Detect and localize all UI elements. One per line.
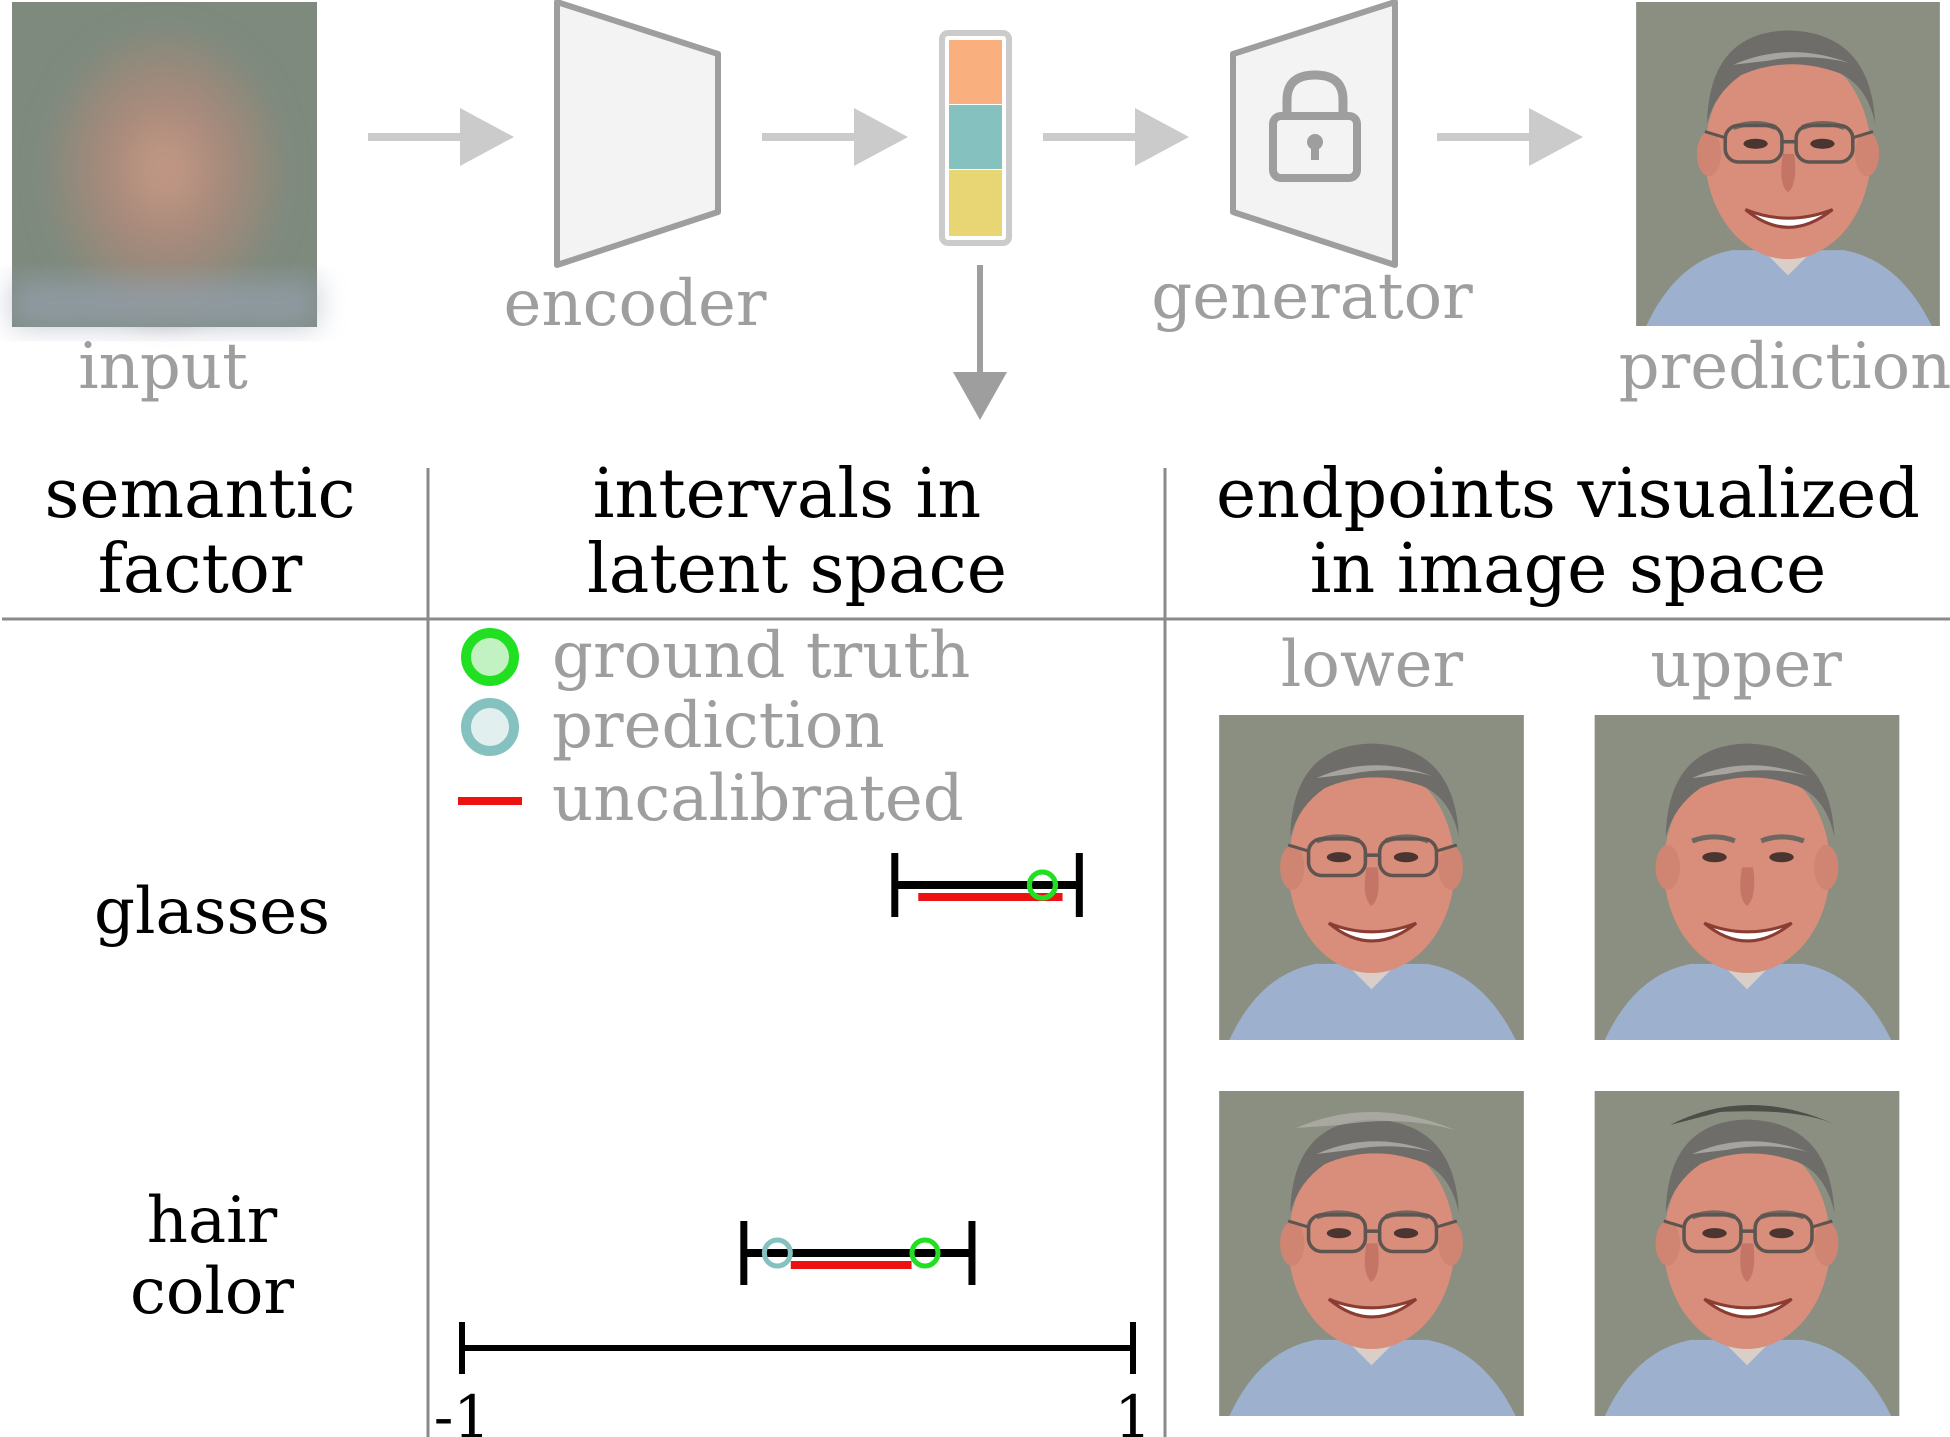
legend-ground-truth-label: ground truth xyxy=(552,619,970,693)
axis-max-label: 1 xyxy=(1115,1383,1152,1437)
hair-color-prediction-marker xyxy=(761,1237,793,1269)
col2-header-line1: intervals in xyxy=(593,455,981,534)
lock-icon xyxy=(1269,70,1361,182)
legend-uncalibrated-label: uncalibrated xyxy=(552,762,964,836)
arrow-right-icon xyxy=(368,108,514,166)
hair-color-lower-image xyxy=(1219,1091,1524,1416)
col3-header-line1: endpoints visualized xyxy=(1216,455,1920,534)
results-table: semantic factor intervals in latent spac… xyxy=(2,455,1950,1437)
upper-label: upper xyxy=(1650,628,1842,702)
glasses-upper-image xyxy=(1595,715,1900,1040)
legend-prediction-marker xyxy=(461,698,519,756)
arrow-right-icon xyxy=(1043,108,1189,166)
lower-label: lower xyxy=(1281,628,1464,702)
x-axis: -1 1 xyxy=(434,1322,1152,1437)
row-label-hair-line2: color xyxy=(130,1255,294,1329)
glasses-lower-image xyxy=(1219,715,1524,1040)
glasses-ground-truth-marker xyxy=(1026,869,1058,901)
input-label: input xyxy=(78,330,248,404)
latent-vector xyxy=(939,30,1012,246)
legend-ground-truth-marker xyxy=(461,628,519,686)
hair-color-upper-image xyxy=(1595,1091,1900,1416)
hair-color-ground-truth-marker xyxy=(909,1237,941,1269)
pipeline: input encoder xyxy=(12,0,1950,420)
row-label-glasses: glasses xyxy=(94,875,330,949)
blurred-face-image xyxy=(12,2,317,327)
arrow-right-icon xyxy=(762,108,908,166)
col2-header-line2: latent space xyxy=(587,530,1007,609)
generator-label: generator xyxy=(1151,260,1473,334)
row-label-hair-line1: hair xyxy=(147,1184,278,1258)
prediction-label: prediction xyxy=(1619,330,1950,404)
arrow-right-icon xyxy=(1437,108,1583,166)
prediction-face-image xyxy=(1636,2,1940,326)
legend-prediction-label: prediction xyxy=(552,689,885,763)
generator-trapezoid xyxy=(1230,0,1398,268)
encoder-label: encoder xyxy=(504,267,767,341)
legend: ground truth prediction uncalibrated xyxy=(458,619,970,836)
col3-header-line2: in image space xyxy=(1310,530,1827,609)
intervals-plot xyxy=(740,853,1083,1285)
axis-min-label: -1 xyxy=(434,1383,491,1437)
col1-header-line1: semantic xyxy=(44,455,355,534)
encoder-trapezoid xyxy=(554,0,721,268)
col1-header-line2: factor xyxy=(98,530,303,609)
arrow-down-icon xyxy=(953,265,1007,420)
